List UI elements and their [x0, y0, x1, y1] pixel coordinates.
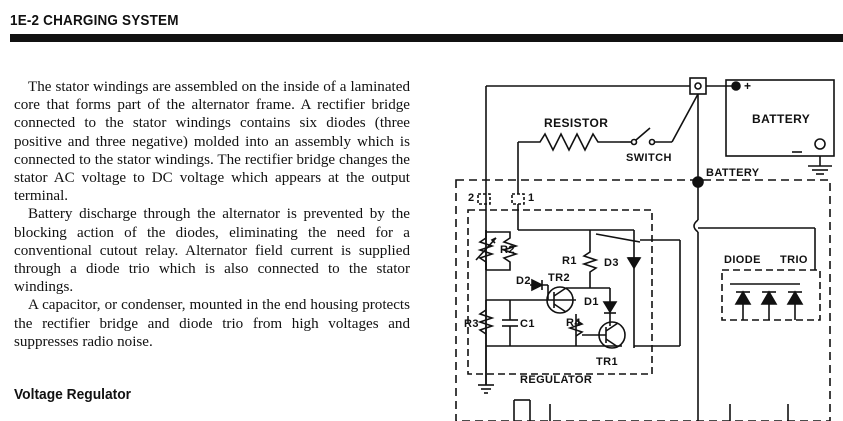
r3-label: R3: [464, 318, 479, 330]
r4-label: R4: [566, 317, 581, 329]
switch-label: SWITCH: [626, 152, 672, 164]
paragraph: The stator windings are assembled on the…: [14, 79, 410, 205]
tr1-label: TR1: [596, 356, 618, 368]
diode-label: DIODE: [724, 254, 761, 266]
page-header: 1E-2 CHARGING SYSTEM: [10, 10, 843, 42]
r1-label: R1: [562, 255, 577, 267]
page-title: 1E-2 CHARGING SYSTEM: [10, 12, 179, 29]
header-rule: [10, 34, 843, 42]
terminal-2-label: 2: [468, 192, 475, 204]
battery-label: BATTERY: [752, 112, 811, 126]
circuit-schematic: [455, 77, 835, 421]
d2-label: D2: [516, 275, 531, 287]
charging-circuit-diagram: BATTERY + RESISTOR SWITCH BATTERY 2 1 R1…: [450, 70, 843, 421]
tr2-label: TR2: [548, 272, 570, 284]
plus-label: +: [744, 79, 752, 93]
paragraph: A capacitor, or condenser, mounted in th…: [14, 297, 410, 350]
body-text: The stator windings are assembled on the…: [14, 78, 410, 351]
r2-label: R2: [500, 244, 515, 256]
terminal-1-label: 1: [528, 192, 535, 204]
battery-terminal-label: BATTERY: [706, 167, 760, 179]
d3-label: D3: [604, 257, 619, 269]
d1-label: D1: [584, 296, 599, 308]
paragraph: Battery discharge through the alternator…: [14, 206, 410, 296]
trio-label: TRIO: [780, 254, 808, 266]
regulator-label: REGULATOR: [520, 374, 593, 386]
resistor-label: RESISTOR: [544, 116, 609, 130]
battery-box: [725, 79, 835, 157]
section-heading: Voltage Regulator: [14, 386, 132, 403]
c1-label: C1: [520, 318, 535, 330]
